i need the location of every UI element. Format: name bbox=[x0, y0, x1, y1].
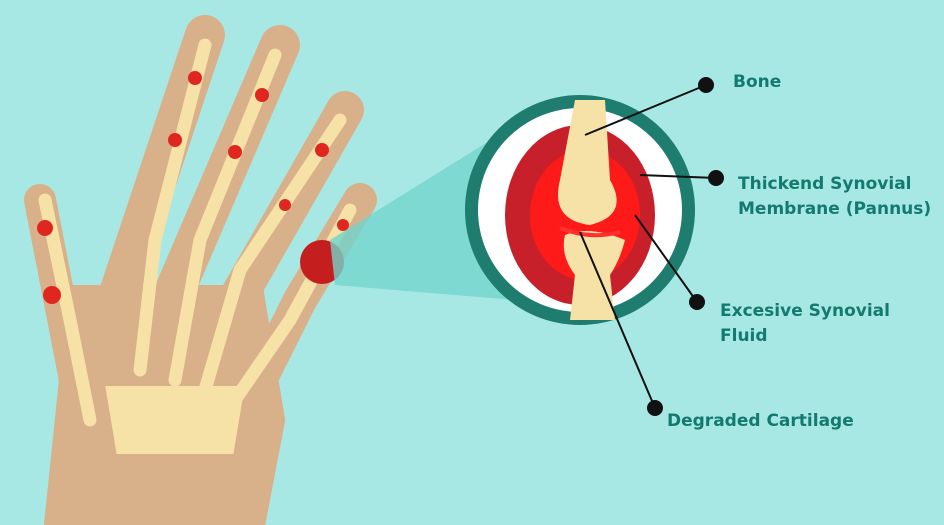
label-fluid-line2: Fluid bbox=[720, 326, 768, 346]
label-fluid-line1: Excesive Synovial bbox=[720, 301, 890, 321]
label-membrane-line1: Thickend Synovial bbox=[738, 174, 912, 194]
joint-closeup bbox=[465, 95, 695, 325]
magnify-cone bbox=[330, 125, 515, 300]
label-fluid: Excesive Synovial Fluid bbox=[720, 299, 890, 349]
label-cartilage: Degraded Cartilage bbox=[667, 411, 854, 431]
label-bone: Bone bbox=[733, 72, 782, 92]
label-membrane-line2: Membrane (Pannus) bbox=[738, 199, 932, 219]
label-membrane: Thickend Synovial Membrane (Pannus) bbox=[738, 172, 931, 222]
leader-lines bbox=[579, 77, 724, 416]
